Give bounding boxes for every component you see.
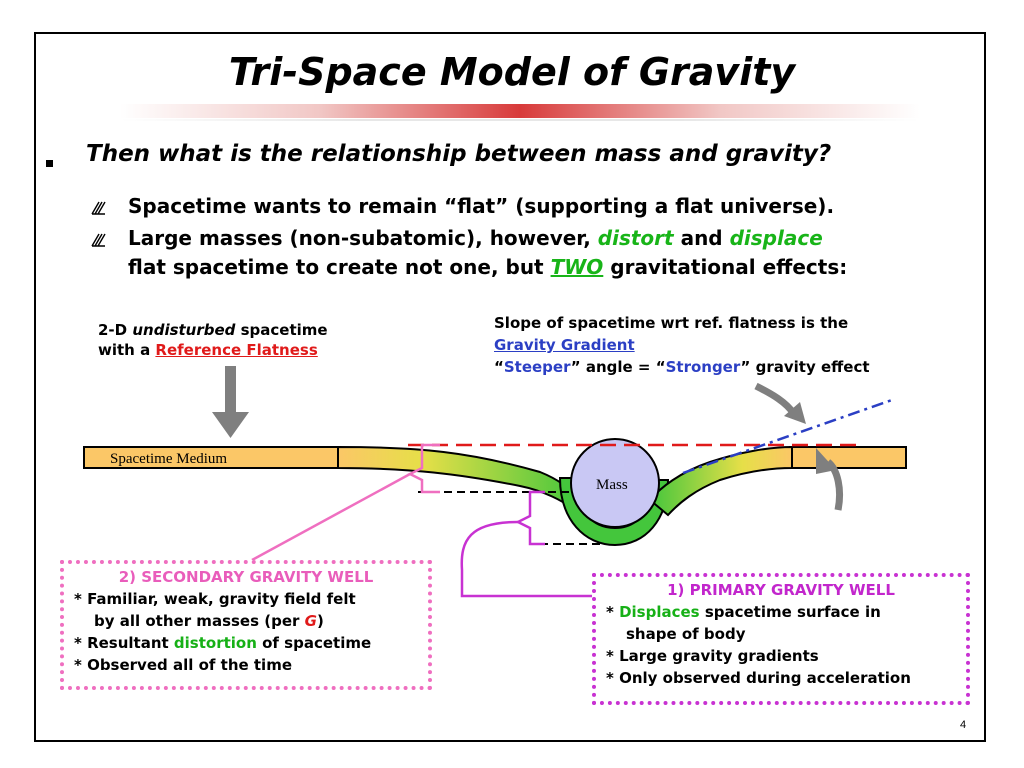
reference-flatness-label: 2-D undisturbed spacetime with a Referen… (98, 320, 328, 360)
sub-bullet-text: flat spacetime to create not one, but (128, 255, 551, 279)
item-text: * (606, 603, 620, 621)
primary-item-3: * Only observed during acceleration (606, 669, 911, 687)
hatched-arrow-icon (90, 232, 108, 252)
primary-bracket (515, 490, 545, 546)
item-text: spacetime surface in (699, 603, 881, 621)
item-text: * Familiar, weak, gravity field felt (74, 590, 356, 608)
down-arrow-icon (212, 366, 249, 438)
primary-well-title: 1) PRIMARY GRAVITY WELL (667, 581, 895, 599)
sub-bullet-text: Large masses (non-subatomic), however, (128, 226, 598, 250)
two-word: TWO (550, 255, 604, 279)
sub-bullet-masses: Large masses (non-subatomic), however, d… (128, 224, 968, 282)
curved-arrow-top-icon (754, 382, 806, 424)
item-text: shape of body (626, 625, 746, 643)
secondary-item-1: * Familiar, weak, gravity field felt by … (64, 588, 428, 632)
well-slope-right (648, 445, 793, 517)
label-text: spacetime (235, 321, 328, 339)
sub-bullet-flat: Spacetime wants to remain “flat” (suppor… (128, 194, 835, 218)
secondary-item-2: * Resultant distortion of spacetime (64, 632, 428, 654)
distort-word: distort (597, 226, 674, 250)
sub-bullet-text: and (673, 226, 730, 250)
primary-item-2: * Large gravity gradients (606, 647, 819, 665)
gravity-gradient-label: Slope of spacetime wrt ref. flatness is … (494, 312, 870, 378)
primary-well-box: 1) PRIMARY GRAVITY WELL * Displaces spac… (592, 573, 970, 705)
title-gradient-rule (120, 104, 920, 118)
primary-pointer (460, 520, 642, 598)
page-number: 4 (960, 719, 967, 731)
displaces-word: Displaces (619, 603, 700, 621)
slide-frame (34, 32, 986, 742)
sub-bullet-text: gravitational effects: (603, 255, 848, 279)
mass-body (570, 438, 660, 528)
secondary-well-title: 2) SECONDARY GRAVITY WELL (118, 568, 374, 586)
slide-title: Tri-Space Model of Gravity (228, 50, 796, 94)
curved-arrow-bottom-icon (816, 448, 844, 511)
medium-label: Spacetime Medium (110, 451, 227, 467)
g-constant: G (304, 612, 317, 630)
distortion-word: distortion (173, 634, 257, 652)
reference-flatness-link: Reference Flatness (155, 341, 318, 359)
spacetime-medium-band-right (789, 446, 907, 469)
item-text: by all other masses (per (94, 612, 305, 630)
item-text: of spacetime (256, 634, 372, 652)
undisturbed-word: undisturbed (132, 321, 236, 339)
gravity-gradient-line (682, 398, 893, 475)
displace-word: displace (729, 226, 823, 250)
label-text: Slope of spacetime wrt ref. flatness is … (494, 314, 849, 332)
hatched-arrow-icon (90, 200, 108, 220)
label-text: “ (494, 358, 504, 376)
gravity-gradient-link: Gravity Gradient (494, 336, 635, 354)
title-thin-rule (120, 119, 920, 121)
secondary-pointer (251, 472, 411, 562)
label-text: ” angle = “ (570, 358, 666, 376)
well-slope-left (337, 445, 581, 518)
stronger-word: Stronger (665, 358, 741, 376)
square-bullet-icon (46, 160, 53, 167)
main-question: Then what is the relationship between ma… (86, 141, 832, 167)
secondary-item-3: * Observed all of the time (74, 656, 293, 674)
label-text: 2-D (98, 321, 133, 339)
steeper-word: Steeper (503, 358, 571, 376)
mass-label: Mass (596, 477, 628, 493)
label-text: ” gravity effect (740, 358, 870, 376)
secondary-well-box: 2) SECONDARY GRAVITY WELL * Familiar, we… (60, 560, 432, 690)
label-text: with a (98, 341, 156, 359)
primary-item-1: * Displaces spacetime surface in shape o… (596, 601, 966, 645)
item-text: * Resultant (74, 634, 174, 652)
item-text: ) (316, 612, 324, 630)
